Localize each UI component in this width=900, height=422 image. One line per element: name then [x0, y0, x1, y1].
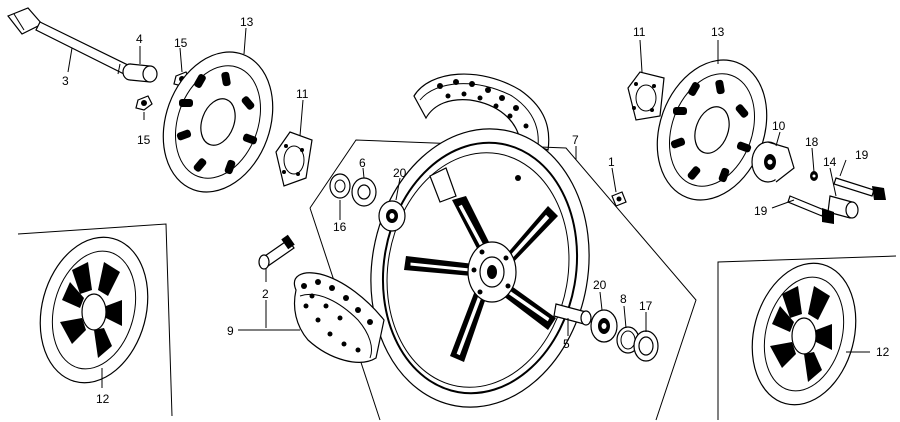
- axle-spacer: [122, 63, 158, 83]
- left-lower-frame: [17, 223, 173, 417]
- left-lower-brake-disc: [39, 236, 149, 384]
- rotor-nut-lower: [135, 95, 153, 111]
- tire-lower-section: [293, 272, 385, 363]
- callout-15-lower: 15: [137, 133, 151, 147]
- washer: [810, 171, 818, 181]
- callout-1: 1: [608, 155, 615, 169]
- callout-9: 9: [227, 324, 234, 338]
- callout-19-upper: 19: [855, 148, 869, 162]
- front-axle: [7, 7, 131, 75]
- callout-numbers: 3 4 15 15 13 11 6 20 16 2 9 7 1 5 20 8 1…: [62, 15, 890, 406]
- callout-20-right: 20: [593, 278, 607, 292]
- right-dust-seal: [633, 330, 659, 362]
- right-lower-frame: [717, 255, 897, 420]
- callout-7: 7: [572, 133, 579, 147]
- axle-holder-bolt-lower: [787, 195, 834, 224]
- callout-3: 3: [62, 74, 69, 88]
- left-seal-ring: [351, 177, 377, 207]
- callout-17: 17: [639, 299, 653, 313]
- right-brake-disc: [656, 59, 768, 201]
- callout-11-right: 11: [633, 25, 646, 39]
- tire-upper-section: [413, 73, 550, 151]
- callout-2: 2: [262, 287, 269, 301]
- callout-16: 16: [333, 220, 347, 234]
- distance-collar: [553, 303, 592, 326]
- callout-8: 8: [620, 292, 627, 306]
- right-bearing: [590, 309, 618, 343]
- cast-wheel: [370, 128, 590, 408]
- left-dust-seal: [329, 173, 351, 199]
- callout-18: 18: [805, 135, 819, 149]
- right-lower-brake-disc: [751, 262, 857, 406]
- left-disc-cover-plate: [275, 131, 313, 187]
- tire-valve: [258, 234, 295, 270]
- wheel-bolt: [611, 191, 627, 207]
- callout-13-right: 13: [711, 25, 725, 39]
- callout-12-right: 12: [876, 345, 890, 359]
- callout-6: 6: [359, 156, 366, 170]
- callout-14: 14: [823, 155, 837, 169]
- callout-13-left: 13: [240, 15, 254, 29]
- callout-12-left: 12: [96, 392, 110, 406]
- right-disc-cover-plate: [627, 71, 665, 121]
- speedometer-gearbox: [751, 141, 795, 183]
- left-brake-disc: [162, 51, 274, 193]
- left-bearing: [378, 200, 406, 232]
- callout-10: 10: [772, 119, 786, 133]
- callout-20-left: 20: [393, 166, 407, 180]
- callout-19-lower: 19: [754, 204, 768, 218]
- callout-11-left: 11: [296, 87, 309, 101]
- callout-4: 4: [136, 32, 143, 46]
- axle-holder-bolt-upper: [833, 177, 886, 200]
- callout-15-upper: 15: [174, 36, 188, 50]
- callout-5: 5: [563, 337, 570, 351]
- leader-lines: [67, 27, 870, 388]
